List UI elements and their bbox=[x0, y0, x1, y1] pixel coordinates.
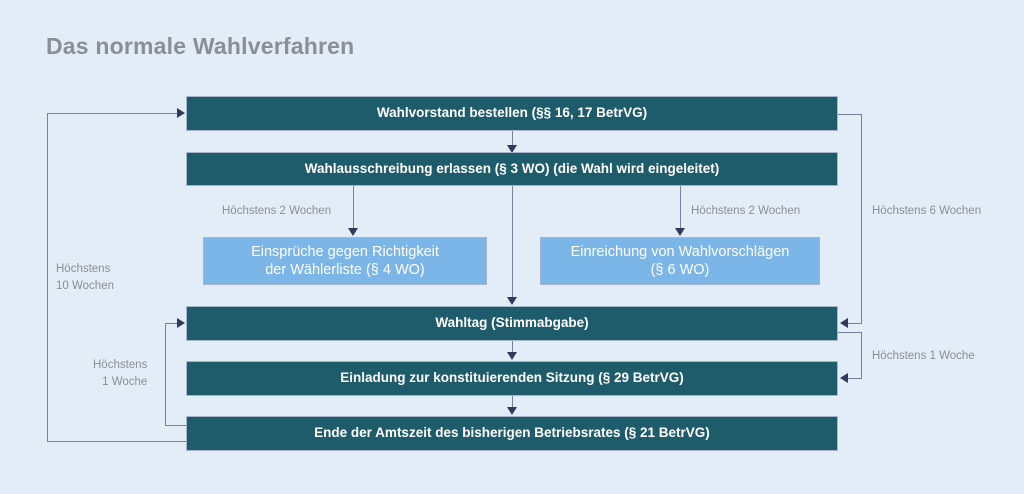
edge-label-six-weeks: Höchstens 6 Wochen bbox=[872, 205, 982, 217]
connector-six-weeks-top-segment bbox=[838, 114, 862, 115]
arrowhead-six-weeks-into-wahltag bbox=[840, 318, 848, 328]
connector-wahlausschreibung-to-einreichung bbox=[680, 186, 681, 229]
connector-wahlausschreibung-to-einspruche bbox=[353, 186, 354, 229]
arrowhead-einspruche-in bbox=[348, 228, 358, 236]
node-ende-amtszeit[interactable]: Ende der Amtszeit des bisherigen Betrieb… bbox=[186, 416, 838, 451]
connector-right-one-week-top-segment bbox=[838, 332, 862, 333]
connector-right-one-week-vertical bbox=[861, 332, 862, 378]
connector-six-weeks-vertical bbox=[861, 114, 862, 323]
connector-left-one-week-top-segment bbox=[165, 323, 178, 324]
node-wahlvorstand-bestellen[interactable]: Wahlvorstand bestellen (§§ 16, 17 BetrVG… bbox=[186, 96, 838, 131]
edge-label-ten-weeks: Höchstens 10 Wochen bbox=[56, 263, 114, 292]
connector-ten-weeks-top-segment bbox=[47, 113, 178, 114]
arrowhead-ten-weeks-into-wahlvorstand bbox=[177, 108, 185, 118]
arrowhead-wahltag-in bbox=[507, 297, 517, 305]
arrowhead-left-one-week-into-wahltag bbox=[177, 318, 185, 328]
connector-six-weeks-bottom-segment bbox=[848, 323, 862, 324]
edge-label-left-one-week: Höchstens 1 Woche bbox=[93, 359, 148, 388]
node-einladung-konstituierende-sitzung[interactable]: Einladung zur konstituierenden Sitzung (… bbox=[186, 361, 838, 396]
arrowhead-einreichung-in bbox=[675, 228, 685, 236]
connector-wahltag-to-einladung bbox=[512, 340, 513, 353]
arrowhead-einladung-in bbox=[507, 352, 517, 360]
node-wahlausschreibung-erlassen[interactable]: Wahlausschreibung erlassen (§ 3 WO) (die… bbox=[186, 152, 838, 186]
connector-wahlausschreibung-to-wahltag bbox=[512, 186, 513, 298]
arrowhead-wahlausschreibung-in bbox=[507, 145, 517, 153]
connector-right-one-week-bottom-segment bbox=[848, 378, 862, 379]
connector-left-one-week-bottom-segment bbox=[165, 425, 186, 426]
connector-wahlvorstand-to-wahlausschreibung bbox=[512, 131, 513, 146]
edge-label-left-two-weeks: Höchstens 2 Wochen bbox=[222, 205, 332, 217]
page-title: Das normale Wahlverfahren bbox=[46, 33, 355, 59]
edge-label-right-two-weeks: Höchstens 2 Wochen bbox=[691, 205, 801, 217]
connector-left-one-week-vertical bbox=[165, 323, 166, 426]
edge-label-right-one-week: Höchstens 1 Woche bbox=[872, 350, 975, 362]
node-einspruche-waehlerliste[interactable]: Einsprüche gegen Richtigkeit der Wählerl… bbox=[203, 237, 487, 285]
arrowhead-right-one-week-into-einladung bbox=[840, 373, 848, 383]
arrowhead-ende-in bbox=[507, 407, 517, 415]
node-wahltag-stimmabgabe[interactable]: Wahltag (Stimmabgabe) bbox=[186, 306, 838, 341]
connector-ten-weeks-vertical bbox=[47, 113, 48, 442]
node-einreichung-wahlvorschlaege[interactable]: Einreichung von Wahlvorschlägen (§ 6 WO) bbox=[540, 237, 820, 285]
connector-einladung-to-ende bbox=[512, 395, 513, 408]
connector-ten-weeks-bottom-segment bbox=[47, 441, 186, 442]
